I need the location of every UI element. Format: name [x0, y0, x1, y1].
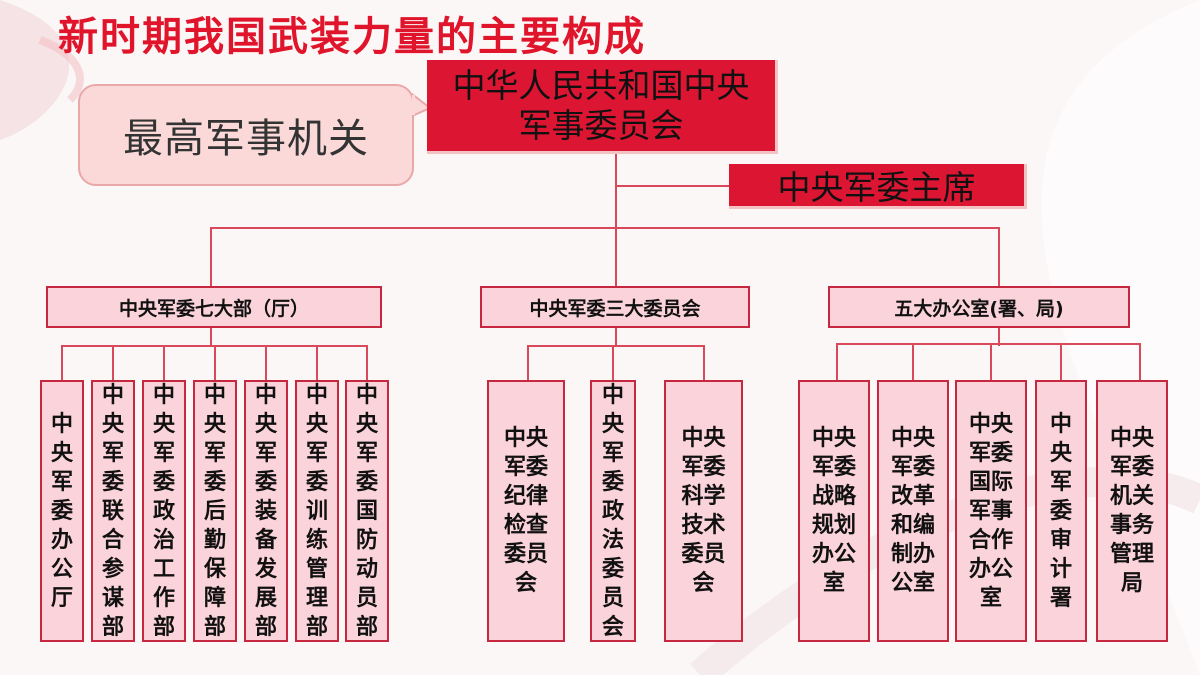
leaf-joint-staff: 中央军委联合参谋部 — [91, 380, 135, 642]
page-title: 新时期我国武装力量的主要构成 — [58, 14, 646, 60]
leaf-national-defense-mobilization: 中央军委国防动员部 — [345, 380, 389, 642]
category-five-offices: 五大办公室(署、局) — [828, 286, 1130, 328]
leaf-training-administration: 中央军委训练管理部 — [295, 380, 339, 642]
callout-pointer — [412, 92, 432, 118]
cmc-chairman: 中央军委主席 — [729, 164, 1027, 209]
connector — [214, 345, 216, 380]
connector — [612, 345, 614, 380]
connector — [836, 343, 1141, 345]
leaf-affairs-management: 中央军委机关事务管理局 — [1096, 380, 1168, 642]
callout-box: 最高军事机关 — [78, 84, 414, 186]
leaf-science-technology: 中央军委科学技术委员会 — [664, 380, 743, 642]
leaf-reform-organization: 中央军委改革和编制办公室 — [877, 380, 949, 642]
connector — [163, 345, 165, 380]
connector — [1139, 343, 1141, 380]
connector — [316, 345, 318, 380]
connector — [617, 185, 729, 187]
connector — [112, 345, 114, 380]
connector — [527, 345, 705, 347]
leaf-international-cooperation: 中央军委国际军事合作办公室 — [955, 380, 1027, 642]
connector — [210, 227, 1000, 229]
connector — [615, 154, 617, 228]
category-three-commissions: 中央军委三大委员会 — [480, 286, 750, 328]
connector — [210, 328, 212, 346]
connector — [210, 227, 212, 286]
connector — [265, 345, 267, 380]
connector — [998, 227, 1000, 286]
connector — [61, 345, 63, 380]
leaf-discipline-inspection: 中央军委纪律检查委员会 — [487, 380, 565, 642]
connector — [615, 328, 617, 346]
connector — [990, 343, 992, 380]
leaf-political-work: 中央军委政治工作部 — [142, 380, 186, 642]
connector — [912, 343, 914, 380]
leaf-strategic-planning: 中央军委战略规划办公室 — [798, 380, 870, 642]
connector — [366, 345, 368, 380]
connector — [836, 343, 838, 380]
connector — [615, 227, 617, 286]
central-military-commission: 中华人民共和国中央军事委员会 — [427, 60, 778, 154]
leaf-equipment-development: 中央军委装备发展部 — [244, 380, 288, 642]
connector — [703, 345, 705, 380]
leaf-audit-office: 中央军委审计署 — [1035, 380, 1087, 642]
leaf-logistic-support: 中央军委后勤保障部 — [193, 380, 237, 642]
connector — [1060, 343, 1062, 380]
connector — [527, 345, 529, 380]
leaf-general-office: 中央军委办公厅 — [40, 380, 84, 642]
leaf-politics-law: 中央军委政法委员会 — [590, 380, 636, 642]
connector — [998, 328, 1000, 346]
category-seven-departments: 中央军委七大部（厅） — [46, 286, 382, 328]
